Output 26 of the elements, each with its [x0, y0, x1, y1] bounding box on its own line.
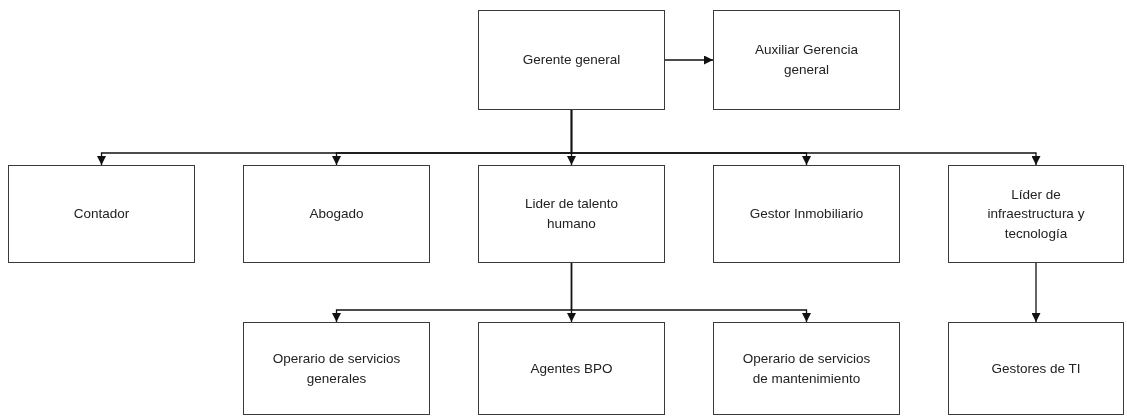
org-box	[478, 322, 665, 415]
org-box	[948, 165, 1124, 263]
box-label: Gestor Inmobiliario	[749, 205, 864, 224]
box-label: Agentes BPO	[530, 359, 613, 378]
org-box	[8, 165, 195, 263]
org-box	[713, 322, 900, 415]
org-box	[713, 10, 900, 110]
arrow	[1031, 262, 1041, 323]
org-box	[478, 10, 665, 110]
arrow	[664, 55, 714, 65]
box-label: Operario de servicios generales	[271, 349, 402, 388]
arrow	[570, 262, 811, 323]
org-box	[478, 165, 665, 263]
box-label: Gerente general	[522, 51, 621, 70]
org-box	[948, 322, 1124, 415]
org-box	[713, 165, 900, 263]
box-label: Gestores de TI	[991, 359, 1081, 378]
box-label: Operario de servicios de mantenimiento	[741, 349, 872, 388]
box-label: Líder de infraestructura y tecnología	[986, 185, 1086, 243]
arrow	[570, 109, 1041, 166]
box-label: Contador	[73, 205, 130, 224]
box-label: Auxiliar Gerencia general	[754, 41, 859, 79]
org-box	[243, 322, 430, 415]
box-label: Lider de talento humano	[523, 195, 620, 233]
org-box	[243, 165, 430, 263]
box-label: Abogado	[309, 205, 364, 224]
